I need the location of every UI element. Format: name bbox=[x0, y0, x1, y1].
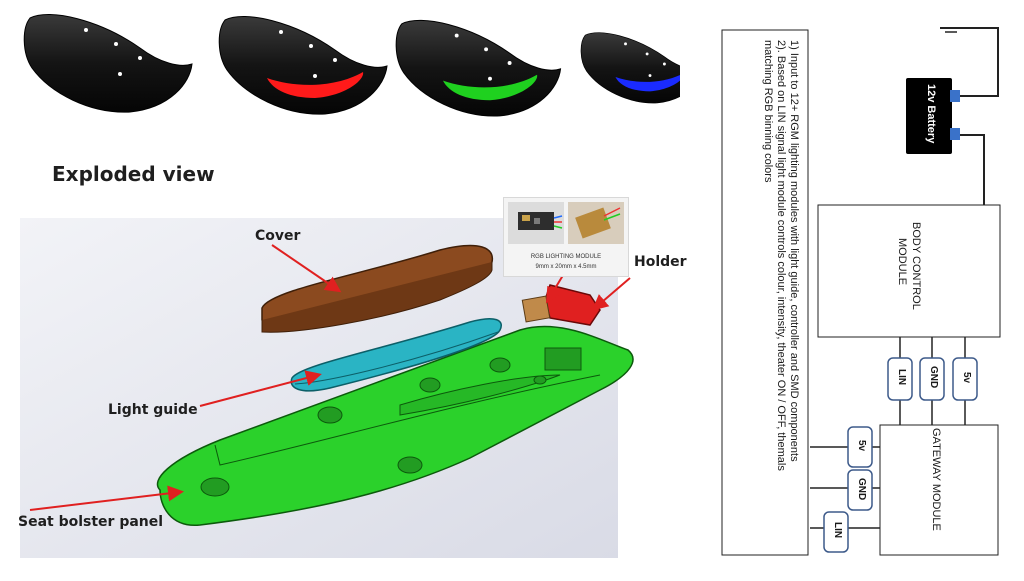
module-photos bbox=[508, 202, 624, 244]
page-title: Exploded view bbox=[52, 162, 215, 186]
note-line-3: matching RGB binning colors bbox=[762, 40, 774, 183]
bcm-pin-lin-box bbox=[887, 357, 913, 401]
note-line-2: 2). Based on LIN signal light module con… bbox=[775, 40, 787, 471]
battery-label: 12v Battery bbox=[925, 84, 937, 144]
bcm-pin-lin-label: LIN bbox=[896, 369, 907, 386]
holder-arrow bbox=[591, 277, 631, 311]
holder-label: Holder bbox=[634, 254, 687, 270]
ground-symbol bbox=[940, 27, 962, 33]
bolster-hole-1-2 bbox=[114, 42, 118, 46]
seat-bolster-label: Seat bolster panel bbox=[18, 514, 164, 530]
cover-arrow bbox=[271, 244, 342, 293]
bcm-pin-gnd-label: GND bbox=[928, 366, 939, 389]
seat-bolster-panel-shape bbox=[156, 325, 634, 526]
led-glow-4 bbox=[615, 74, 680, 92]
gw-pin-lin-label: LIN bbox=[832, 522, 843, 539]
bolster-hole-1-3 bbox=[138, 56, 142, 60]
cover-shape bbox=[261, 244, 494, 333]
body-control-line-2: MODULE bbox=[896, 238, 908, 286]
bcm-pin-gnd-box bbox=[919, 357, 945, 401]
gw-pin-gnd-box bbox=[847, 469, 873, 511]
gateway-module-box bbox=[879, 424, 999, 556]
note-line-1: 1) Input to 12+ RGM lighting modules wit… bbox=[788, 40, 800, 462]
bolster-hole-4-4 bbox=[648, 74, 652, 77]
bolster-hole-2-3 bbox=[333, 58, 337, 62]
led-glow-2 bbox=[267, 72, 364, 98]
notes-box bbox=[721, 29, 809, 556]
body-control-module-box bbox=[817, 204, 1001, 338]
body-control-label: BODY CONTROL MODULE bbox=[895, 222, 923, 310]
light-guide-arrow bbox=[199, 370, 322, 407]
led-state-renders bbox=[23, 14, 680, 117]
bolster-hole-4-2 bbox=[645, 52, 649, 56]
gw-pin-gnd-label: GND bbox=[856, 478, 867, 501]
bolster-render-4 bbox=[580, 32, 680, 104]
bolster-hole-2-2 bbox=[309, 44, 313, 48]
battery-ground-wire bbox=[960, 27, 999, 97]
bolster-hole-3-1 bbox=[454, 33, 459, 38]
bolster-hole-1-4 bbox=[118, 72, 122, 76]
battery-terminal-2 bbox=[950, 128, 960, 140]
bolster-hole-2-4 bbox=[313, 74, 317, 78]
bolster-hole-3-4 bbox=[488, 76, 492, 81]
notes-text: 1) Input to 12+ RGM lighting modules wit… bbox=[761, 40, 800, 560]
bolster-render-3 bbox=[395, 19, 562, 117]
seat-bolster-arrow bbox=[29, 485, 184, 511]
bcm-pin-5v-label: 5v bbox=[961, 372, 972, 384]
module-name: RGB LIGHTING MODULE bbox=[530, 254, 602, 260]
rgb-module-card: RGB LIGHTING MODULE 9mm x 20mm x 4.5mm bbox=[503, 197, 629, 277]
bolster-hole-2-1 bbox=[279, 30, 283, 34]
bolster-render-1 bbox=[23, 14, 193, 113]
bolster-hole-3-3 bbox=[507, 61, 512, 65]
gw-pin-5v-box bbox=[847, 426, 873, 468]
bolster-hole-1-1 bbox=[84, 28, 88, 32]
battery-bcm-wire bbox=[960, 134, 985, 205]
body-control-line-1: BODY CONTROL bbox=[910, 222, 922, 310]
bolster-hole-4-1 bbox=[624, 42, 627, 46]
gw-pin-lin-box bbox=[823, 511, 849, 553]
gateway-label: GATEWAY MODULE bbox=[930, 428, 942, 531]
battery-block bbox=[906, 78, 952, 154]
module-dimensions: 9mm x 20mm x 4.5mm bbox=[535, 264, 597, 270]
bolster-hole-4-3 bbox=[662, 62, 666, 66]
gw-pin-5v-label: 5v bbox=[856, 440, 867, 452]
bcm-pin-5v-box bbox=[952, 357, 978, 401]
cover-label: Cover bbox=[255, 228, 301, 244]
light-guide-label: Light guide bbox=[108, 402, 198, 418]
bolster-render-2 bbox=[218, 16, 388, 115]
led-glow-3 bbox=[442, 74, 538, 101]
battery-terminal-1 bbox=[950, 90, 960, 102]
bolster-hole-3-2 bbox=[484, 47, 489, 52]
connection-diagram bbox=[721, 27, 1001, 556]
